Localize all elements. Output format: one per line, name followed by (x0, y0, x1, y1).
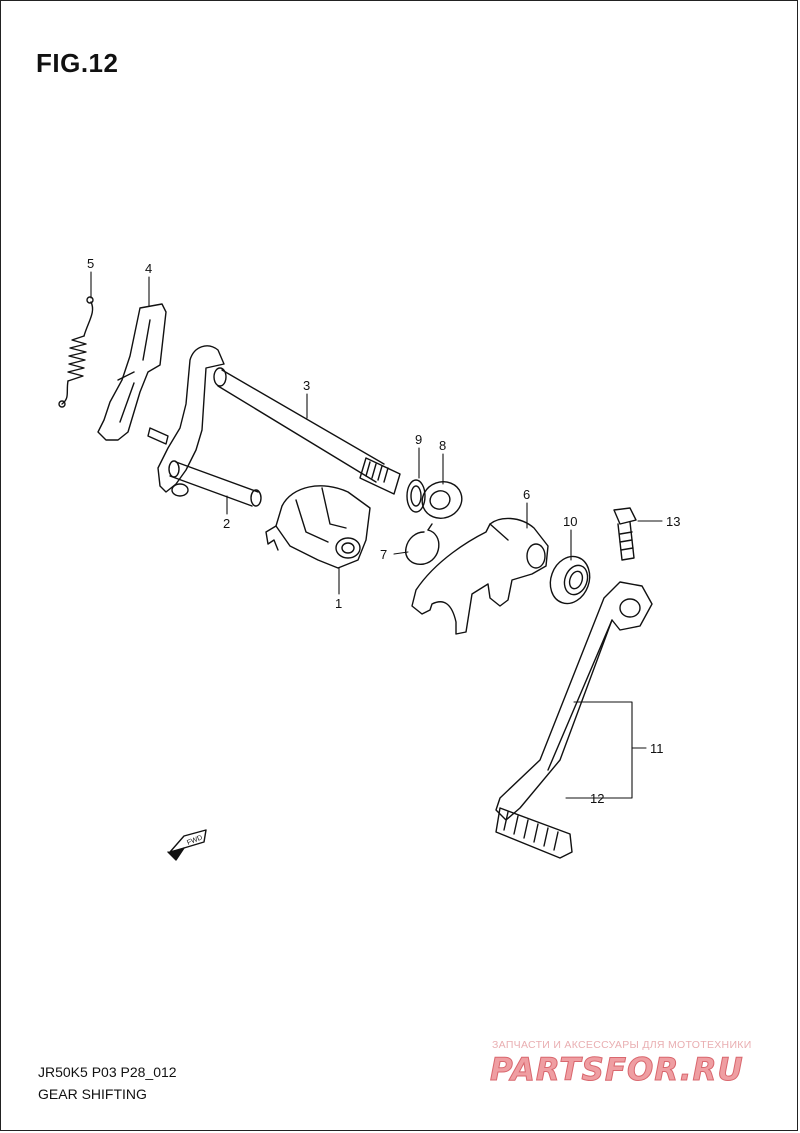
callout-3: 3 (303, 378, 310, 393)
fwd-arrow-icon (167, 829, 207, 861)
watermark-logo: PARTSFOR.RU (490, 1052, 744, 1089)
part-5-spring (58, 296, 94, 408)
leader-lines (90, 271, 663, 799)
callout-1: 1 (335, 596, 342, 611)
figure-title: FIG.12 (36, 48, 119, 78)
callout-13: 13 (666, 514, 680, 529)
diagram-caption: GEAR SHIFTING (38, 1086, 147, 1102)
part-8-washer (421, 481, 463, 519)
callout-7: 7 (380, 547, 387, 562)
callout-8: 8 (439, 438, 446, 453)
part-13-bolt (613, 507, 637, 561)
callout-12: 12 (590, 791, 604, 806)
callout-11: 11 (650, 741, 664, 756)
part-10-bearing (549, 555, 591, 605)
callout-10: 10 (563, 514, 577, 529)
part-11-shift-lever (495, 581, 653, 821)
callout-5: 5 (87, 256, 94, 271)
part-9-washer (406, 479, 426, 513)
part-2-shaft (168, 460, 262, 507)
part-1-shift-cam (265, 485, 371, 569)
diagram-code: JR50K5 P03 P28_012 (38, 1064, 177, 1080)
callout-4: 4 (145, 261, 152, 276)
callout-9: 9 (415, 432, 422, 447)
callout-6: 6 (523, 487, 530, 502)
part-12-lever-rubber (495, 807, 573, 859)
part-7-circlip (405, 523, 440, 565)
watermark-tagline: ЗАПЧАСТИ И АКСЕССУАРЫ ДЛЯ МОТОТЕХНИКИ (492, 1039, 752, 1051)
callout-2: 2 (223, 516, 230, 531)
part-3-shift-shaft (147, 345, 401, 497)
part-6-shift-fork (411, 517, 549, 635)
part-4-stopper-plate (97, 303, 167, 441)
